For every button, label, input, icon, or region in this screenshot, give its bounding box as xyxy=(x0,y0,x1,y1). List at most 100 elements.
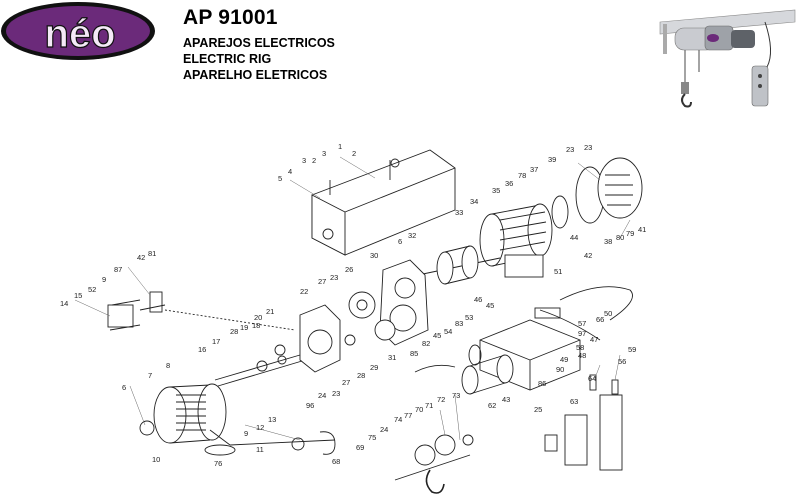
housing-drawing xyxy=(311,149,456,256)
part-number: 69 xyxy=(356,443,364,452)
part-number: 31 xyxy=(388,353,396,362)
part-number: 23 xyxy=(332,389,340,398)
part-number: 75 xyxy=(368,433,376,442)
part-number: 71 xyxy=(425,401,433,410)
part-number: 27 xyxy=(318,277,326,286)
part-number: 43 xyxy=(502,395,510,404)
part-number: 22 xyxy=(300,287,308,296)
part-number: 7 xyxy=(148,371,152,380)
part-number: 42 xyxy=(137,253,145,262)
part-number: 62 xyxy=(488,401,496,410)
neo-logo: néo xyxy=(1,2,155,60)
part-number: 85 xyxy=(410,349,418,358)
part-number: 21 xyxy=(266,307,274,316)
part-number: 20 xyxy=(254,313,262,322)
part-number: 23 xyxy=(584,143,592,152)
part-number: 14 xyxy=(60,299,68,308)
part-number: 29 xyxy=(370,363,378,372)
brake-lever-drawing xyxy=(107,291,296,331)
part-number: 42 xyxy=(584,251,592,260)
part-number: 63 xyxy=(570,397,578,406)
part-number: 19 xyxy=(240,323,248,332)
part-number: 80 xyxy=(616,233,624,242)
part-number: 30 xyxy=(370,251,378,260)
part-number: 76 xyxy=(214,459,222,468)
part-number: 74 xyxy=(394,415,402,424)
part-number: 6 xyxy=(122,383,126,392)
part-number: 78 xyxy=(518,171,526,180)
part-number: 32 xyxy=(408,231,416,240)
part-number: 37 xyxy=(530,165,538,174)
part-numbers: 1 2 3 2 3 4 5 23 23 39 37 78 36 35 34 33… xyxy=(60,142,646,468)
part-number: 5 xyxy=(278,174,282,183)
part-number: 36 xyxy=(505,179,513,188)
part-number: 34 xyxy=(470,197,478,206)
part-number: 33 xyxy=(455,208,463,217)
part-number: 45 xyxy=(486,301,494,310)
part-number: 23 xyxy=(566,145,574,154)
part-number: 86 xyxy=(538,379,546,388)
logo-text: néo xyxy=(44,12,115,56)
part-number: 9 xyxy=(102,275,106,284)
title-block: AP 91001 APAREJOS ELECTRICOS ELECTRIC RI… xyxy=(183,6,335,83)
part-number: 66 xyxy=(596,315,604,324)
part-number: 16 xyxy=(198,345,206,354)
hook-drawing xyxy=(394,434,474,494)
part-number: 2 xyxy=(312,156,316,165)
title-line-en: ELECTRIC RIG xyxy=(183,52,272,66)
part-number: 9 xyxy=(244,429,248,438)
part-number: 87 xyxy=(114,265,122,274)
part-number: 3 xyxy=(302,156,306,165)
capacitor-drawing xyxy=(414,344,514,395)
part-number: 41 xyxy=(638,225,646,234)
part-number: 54 xyxy=(444,327,452,336)
title-line-es: APAREJOS ELECTRICOS xyxy=(183,36,335,50)
part-number: 45 xyxy=(433,331,441,340)
part-number: 97 xyxy=(578,329,586,338)
part-number: 39 xyxy=(548,155,556,164)
part-number: 81 xyxy=(148,249,156,258)
part-number: 72 xyxy=(437,395,445,404)
part-number: 83 xyxy=(455,319,463,328)
part-number: 70 xyxy=(415,405,423,414)
part-number: 57 xyxy=(578,319,586,328)
part-number: 38 xyxy=(604,237,612,246)
part-number: 77 xyxy=(404,411,412,420)
part-number: 56 xyxy=(618,357,626,366)
pendant-drawing xyxy=(544,374,623,471)
part-number: 4 xyxy=(288,167,292,176)
part-number: 1 xyxy=(338,142,342,151)
part-number: 50 xyxy=(604,309,612,318)
part-number: 48 xyxy=(578,351,586,360)
part-number: 68 xyxy=(332,457,340,466)
gearbox-drawing xyxy=(274,259,429,373)
part-number: 90 xyxy=(556,365,564,374)
part-number: 24 xyxy=(380,425,388,434)
part-number: 79 xyxy=(626,229,634,238)
part-number: 25 xyxy=(534,405,542,414)
exploded-parts-diagram: 1 2 3 2 3 4 5 23 23 39 37 78 36 35 34 33… xyxy=(60,142,646,494)
part-number: 26 xyxy=(345,265,353,274)
model-number: AP 91001 xyxy=(183,6,278,29)
part-number: 46 xyxy=(474,295,482,304)
part-number: 3 xyxy=(322,149,326,158)
part-number: 35 xyxy=(492,186,500,195)
product-photo xyxy=(659,9,796,108)
part-number: 24 xyxy=(318,391,326,400)
part-number: 15 xyxy=(74,291,82,300)
part-number: 28 xyxy=(230,327,238,336)
part-number: 10 xyxy=(152,455,160,464)
part-number: 2 xyxy=(352,149,356,158)
part-number: 44 xyxy=(570,233,578,242)
cable-drum-drawing xyxy=(139,383,336,456)
part-number: 53 xyxy=(465,313,473,322)
part-number: 27 xyxy=(342,378,350,387)
motor-drawing xyxy=(479,157,643,278)
part-number: 49 xyxy=(560,355,568,364)
part-number: 12 xyxy=(256,423,264,432)
title-line-pt: APARELHO ELETRICOS xyxy=(183,68,328,82)
part-number: 11 xyxy=(256,445,264,454)
part-number: 59 xyxy=(628,345,636,354)
rotor-drawing xyxy=(417,245,501,285)
part-number: 6 xyxy=(398,237,402,246)
